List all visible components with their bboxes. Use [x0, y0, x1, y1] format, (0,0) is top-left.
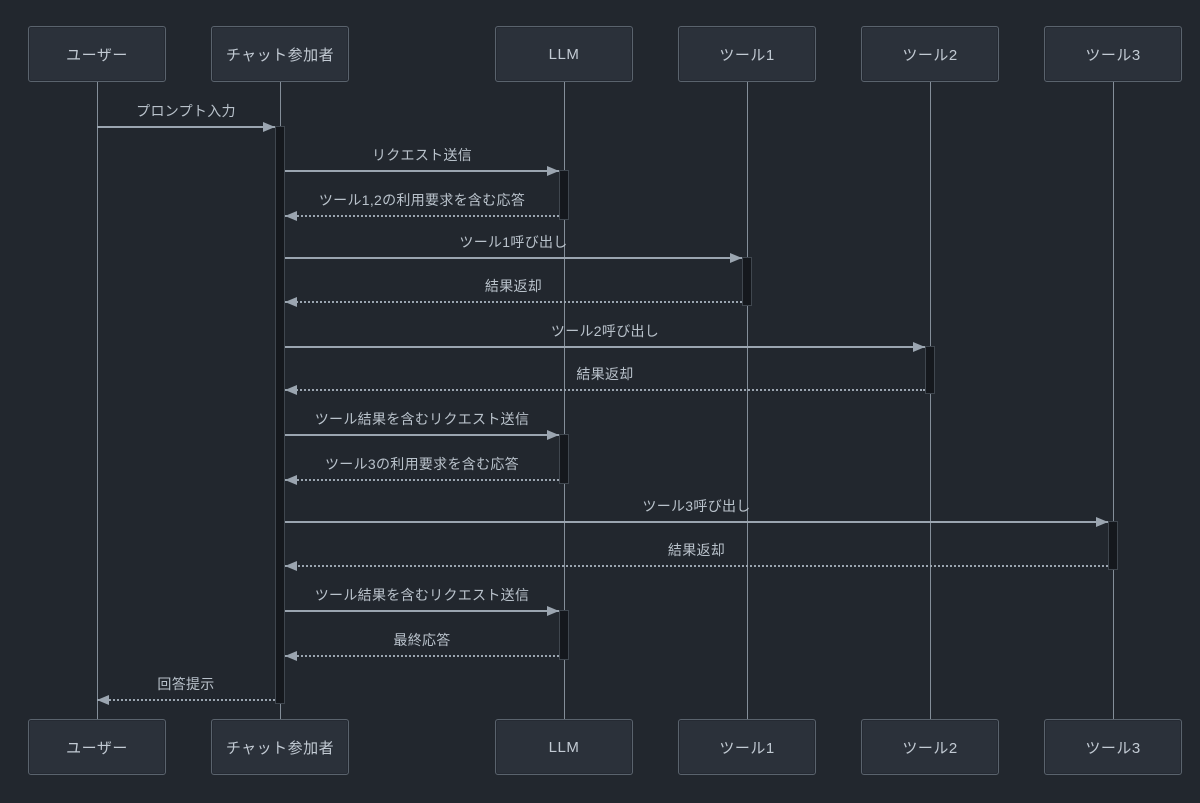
message-label: ツール3呼び出し — [642, 498, 751, 514]
arrowhead-icon — [547, 166, 559, 176]
message-line — [97, 126, 275, 128]
actor-label: チャット参加者 — [225, 739, 335, 757]
actor-box-user-bottom: ユーザー — [28, 719, 166, 775]
message-line — [285, 610, 559, 612]
activation-bar-llm — [559, 170, 569, 220]
message-line — [285, 434, 559, 436]
arrowhead-icon — [285, 475, 297, 485]
actor-label: チャット参加者 — [225, 46, 335, 64]
actor-label: ユーザー — [66, 46, 128, 64]
activation-bar-tool2 — [925, 346, 935, 394]
message-label: ツール2呼び出し — [550, 323, 660, 339]
arrowhead-icon — [285, 385, 297, 395]
arrowhead-icon — [263, 122, 275, 132]
message-label: 回答提示 — [157, 676, 215, 692]
actor-box-llm-top: LLM — [495, 26, 633, 82]
actor-label: LLM — [548, 738, 580, 756]
message-label: ツール1,2の利用要求を含む応答 — [318, 192, 526, 208]
actor-box-chat-bottom: チャット参加者 — [211, 719, 349, 775]
arrowhead-icon — [285, 211, 297, 221]
arrowhead-icon — [913, 342, 925, 352]
arrowhead-icon — [285, 651, 297, 661]
message-line — [285, 215, 559, 217]
message-label: 結果返却 — [667, 542, 726, 558]
arrowhead-icon — [97, 695, 109, 705]
message-label: ツール3の利用要求を含む応答 — [325, 456, 519, 472]
arrowhead-icon — [730, 253, 742, 263]
actor-label: ツール2 — [902, 739, 958, 757]
activation-bar-tool3 — [1108, 521, 1118, 570]
message-label: ツール結果を含むリクエスト送信 — [314, 411, 530, 427]
message-label: 結果返却 — [576, 366, 634, 382]
actor-label: ツール1 — [719, 46, 775, 64]
arrowhead-icon — [285, 561, 297, 571]
message-label: プロンプト入力 — [136, 103, 236, 119]
message-line — [285, 170, 559, 172]
lifeline-tool1 — [747, 82, 748, 719]
actor-box-tool1-bottom: ツール1 — [678, 719, 816, 775]
message-line — [285, 521, 1108, 523]
activation-bar-chat — [275, 126, 285, 704]
arrowhead-icon — [1096, 517, 1108, 527]
actor-label: LLM — [548, 45, 580, 63]
lifeline-user — [97, 82, 98, 719]
actor-box-tool3-bottom: ツール3 — [1044, 719, 1182, 775]
arrowhead-icon — [547, 430, 559, 440]
message-label: ツール結果を含むリクエスト送信 — [314, 587, 530, 603]
actor-box-tool1-top: ツール1 — [678, 26, 816, 82]
actor-label: ツール2 — [902, 46, 958, 64]
actor-label: ツール3 — [1085, 46, 1141, 64]
message-line — [285, 479, 559, 481]
actor-box-user-top: ユーザー — [28, 26, 166, 82]
actor-box-llm-bottom: LLM — [495, 719, 633, 775]
lifeline-llm — [564, 82, 565, 719]
lifeline-tool2 — [930, 82, 931, 719]
message-line — [285, 565, 1108, 567]
actor-label: ツール3 — [1085, 739, 1141, 757]
activation-bar-llm — [559, 610, 569, 660]
message-line — [285, 389, 925, 391]
actor-box-tool2-top: ツール2 — [861, 26, 999, 82]
message-label: 結果返却 — [484, 278, 543, 294]
lifeline-tool3 — [1113, 82, 1114, 719]
message-line — [285, 655, 559, 657]
actor-label: ツール1 — [719, 739, 775, 757]
message-label: リクエスト送信 — [371, 147, 473, 163]
actor-label: ユーザー — [66, 739, 128, 757]
arrowhead-icon — [285, 297, 297, 307]
message-line — [285, 346, 925, 348]
activation-bar-tool1 — [742, 257, 752, 306]
message-label: ツール1呼び出し — [459, 234, 568, 250]
message-line — [285, 301, 742, 303]
actor-box-chat-top: チャット参加者 — [211, 26, 349, 82]
actor-box-tool3-top: ツール3 — [1044, 26, 1182, 82]
actor-box-tool2-bottom: ツール2 — [861, 719, 999, 775]
activation-bar-llm — [559, 434, 569, 484]
message-line — [97, 699, 275, 701]
arrowhead-icon — [547, 606, 559, 616]
message-label: 最終応答 — [393, 632, 451, 648]
message-line — [285, 257, 742, 259]
